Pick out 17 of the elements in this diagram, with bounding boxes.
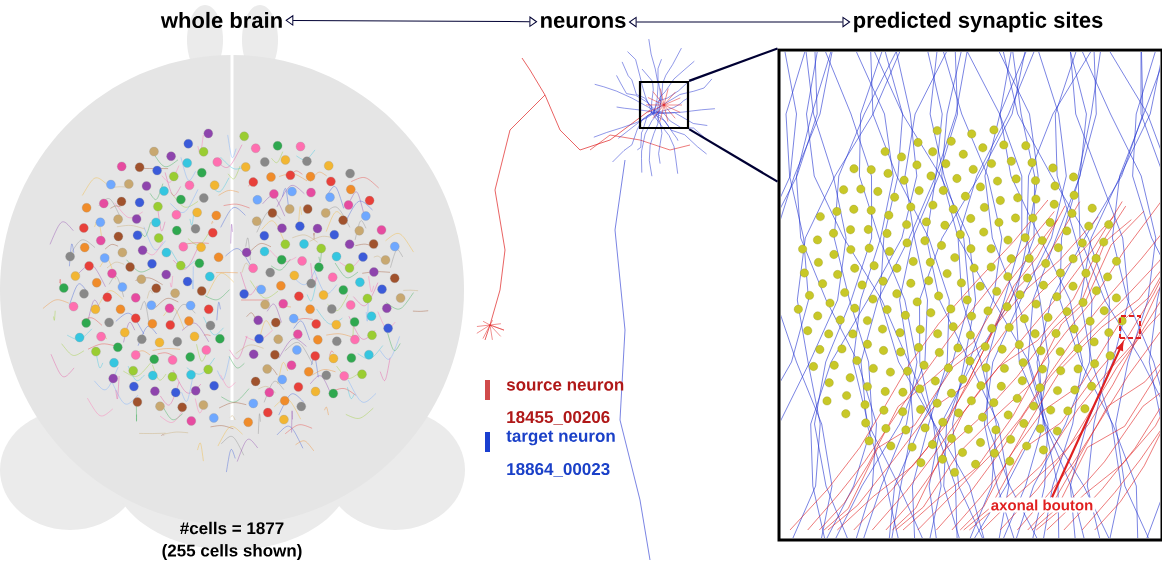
callout-text: axonal bouton (988, 497, 1096, 513)
label-text: #cells = 1877 (180, 521, 284, 535)
legend-text: target neuron (506, 430, 615, 446)
double-arrow (629, 16, 851, 28)
zoom-line (688, 47, 778, 82)
zoom-line (688, 128, 779, 183)
zoom-frame (638, 80, 690, 130)
label-text: 18864_00023 (507, 463, 610, 477)
label-text: (255 cells shown) (162, 544, 302, 560)
panel-title: whole brain (160, 11, 282, 29)
legend-text: source neuron (506, 381, 624, 391)
panel-title: predicted synaptic sites (854, 11, 1103, 33)
label-text: 18455_00206 (507, 411, 610, 425)
dashed-box (1119, 315, 1141, 339)
double-arrow (285, 15, 538, 27)
arrow (1051, 342, 1124, 498)
panel-title: neurons (541, 15, 626, 29)
